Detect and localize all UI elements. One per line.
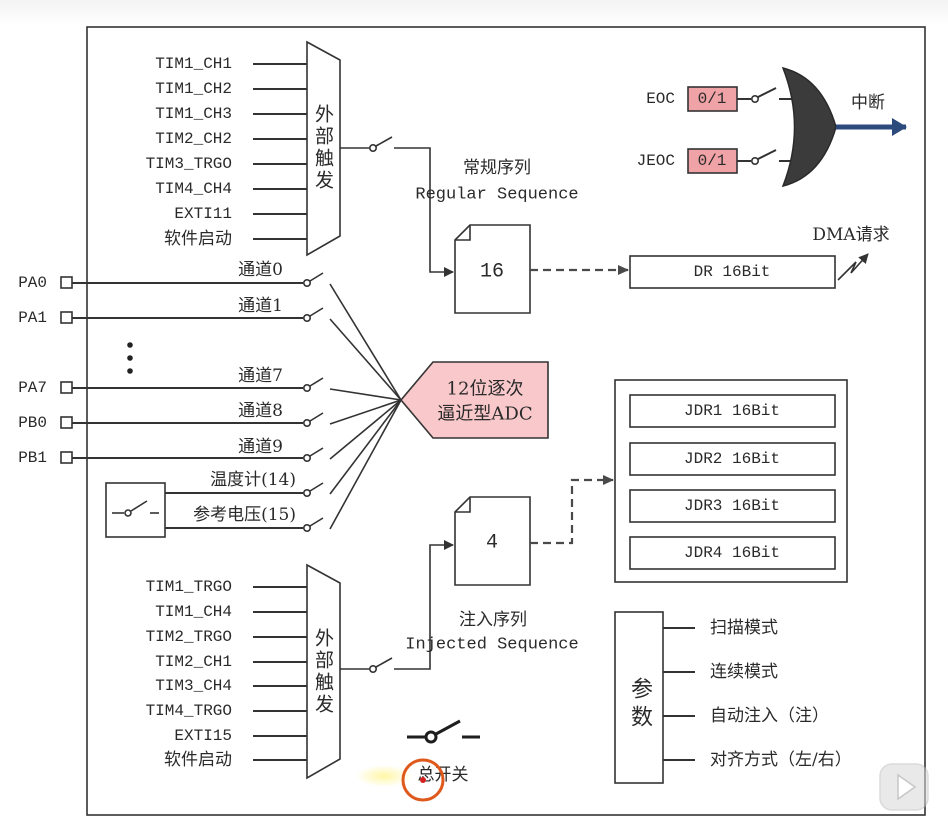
pin-label: PA1: [18, 309, 47, 327]
injected-sequence-label-cn: 注入序列: [459, 610, 527, 630]
params-lines: [663, 627, 695, 761]
regular-trigger-label: TIM4_CH4: [155, 180, 232, 198]
injected-sequence-label-en: Injected Sequence: [405, 636, 578, 655]
injected-trigger-label: 软件启动: [164, 750, 232, 770]
regular-trigger-lines: [253, 63, 307, 240]
eoc-value: 0/1: [698, 90, 727, 108]
injected-trigger-label: TIM2_TRGO: [146, 628, 232, 646]
regular-trigger-switch: [340, 136, 454, 277]
ellipsis-dots-icon: [127, 342, 133, 374]
channel-label: 通道0: [238, 260, 283, 280]
param-item: 扫描模式: [710, 618, 778, 638]
pin-terminal-icon: [60, 451, 73, 464]
injected-trigger-label: EXTI15: [174, 727, 232, 745]
master-switch-icon: [407, 719, 480, 744]
data-register-label: DR 16Bit: [694, 263, 771, 281]
channel-lines: [72, 282, 303, 529]
jdr-register-label: JDR3 16Bit: [684, 497, 780, 515]
pin-terminal-icon: [60, 416, 73, 429]
param-item: 连续模式: [710, 662, 778, 682]
params-title: 参数: [627, 677, 652, 733]
eoc-label: EOC: [646, 90, 675, 108]
dma-request-label: DMA请求: [812, 225, 889, 245]
regular-trigger-label: TIM1_CH2: [155, 80, 232, 98]
params-box: [614, 611, 664, 784]
injected-trigger-label: TIM4_TRGO: [146, 702, 232, 720]
pin-terminal-icon: [60, 311, 73, 324]
pin-label: PA0: [18, 274, 47, 292]
pin-terminal-icon: [60, 381, 73, 394]
regular-mux-label: 外部触发: [312, 104, 334, 192]
injected-trigger-mux: [306, 563, 341, 780]
eoc-flag: EOC 0/1: [646, 86, 798, 112]
regular-sequence-length: 16: [480, 261, 504, 284]
or-gate-icon: [781, 66, 837, 188]
jeoc-value-box: [687, 148, 738, 174]
injected-trigger-label: TIM2_CH1: [155, 653, 232, 671]
adc-label-line1: 12位逐次: [447, 379, 524, 400]
injected-sequence-box: 4: [454, 496, 531, 586]
regular-sequence-box: 16: [454, 224, 531, 314]
channel-label: 通道9: [238, 437, 283, 457]
jdr-register-box: [629, 489, 836, 523]
injected-to-jdr-arrow: [530, 475, 614, 545]
jdr-register-label: JDR4 16Bit: [684, 544, 780, 562]
data-register-box: [629, 255, 836, 289]
injected-trigger-switch: [340, 540, 454, 673]
channel-pins: PA0 PA1 PA7 PB0 PB1: [18, 274, 73, 467]
pin-label: PA7: [18, 379, 47, 397]
channel-label: 温度计(14): [210, 470, 296, 490]
regular-trigger-inputs: TIM1_CH1 TIM1_CH2 TIM1_CH3 TIM2_CH2 TIM3…: [146, 55, 307, 249]
injected-trigger-label: TIM3_CH4: [155, 677, 232, 695]
jdr-register-box: [629, 442, 836, 476]
regular-trigger-label: TIM1_CH3: [155, 105, 232, 123]
channel-switches: [302, 272, 324, 532]
cursor-highlight-icon: [401, 758, 445, 802]
play-icon[interactable]: [879, 763, 929, 811]
adc-outer-frame: [86, 26, 926, 816]
jdr-register-box: [629, 536, 836, 570]
injected-trigger-label: TIM1_CH4: [155, 603, 232, 621]
jeoc-flag: JEOC 0/1: [637, 148, 798, 174]
injected-sequence-length: 4: [486, 532, 498, 555]
jeoc-value: 0/1: [698, 152, 727, 170]
channel-label: 参考电压(15): [193, 505, 296, 525]
pin-terminal-icon: [60, 276, 73, 289]
channel-labels: 通道0 通道1 通道7 通道8 通道9 温度计(14) 参考电压(15): [193, 260, 296, 525]
channel-label: 通道7: [238, 366, 283, 386]
param-item: 自动注入（注）: [710, 706, 829, 726]
regular-sequence-label-cn: 常规序列: [463, 158, 531, 178]
interrupt-label: 中断: [851, 93, 885, 113]
regular-trigger-label: TIM1_CH1: [155, 55, 232, 73]
internal-source-box: [105, 482, 166, 538]
channel-converge-lines: [329, 283, 402, 530]
injected-trigger-label: TIM1_TRGO: [146, 578, 232, 596]
jeoc-label: JEOC: [637, 152, 675, 170]
channel-label: 通道8: [238, 401, 283, 421]
jdr-register-label: JDR2 16Bit: [684, 450, 780, 468]
adc-block: [399, 361, 549, 439]
injected-trigger-inputs: TIM1_TRGO TIM1_CH4 TIM2_TRGO TIM2_CH1 TI…: [146, 578, 307, 770]
adc-label-line2: 逼近型ADC: [437, 404, 532, 425]
jdr-register-box: [629, 394, 836, 428]
regular-trigger-mux: [306, 40, 341, 257]
regular-trigger-label: EXTI11: [174, 205, 232, 223]
channel-label: 通道1: [238, 296, 283, 316]
cursor-glow: [356, 765, 412, 787]
param-item: 对齐方式（左/右）: [710, 750, 852, 770]
injected-mux-label: 外部触发: [312, 628, 334, 716]
regular-trigger-label: TIM3_TRGO: [146, 155, 232, 173]
regular-sequence-label-en: Regular Sequence: [415, 186, 578, 205]
jdr-register-label: JDR1 16Bit: [684, 402, 780, 420]
injected-trigger-lines: [253, 586, 307, 761]
pin-label: PB1: [18, 449, 47, 467]
regular-trigger-label: TIM2_CH2: [155, 130, 232, 148]
dma-lightning-icon: [837, 253, 869, 281]
regular-trigger-label: 软件启动: [164, 229, 232, 249]
cursor-dot: [420, 777, 426, 783]
pin-label: PB0: [18, 414, 47, 432]
